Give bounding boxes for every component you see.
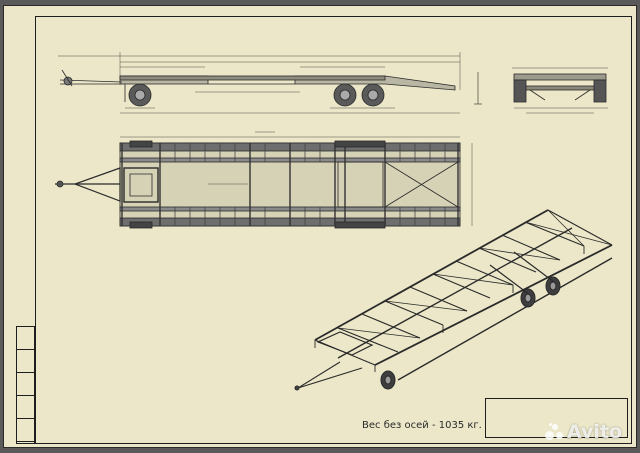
watermark-text: Avito xyxy=(567,421,623,443)
avito-logo-icon xyxy=(545,423,563,441)
weight-caption: Вес без осей - 1035 кг. xyxy=(362,420,482,431)
avito-watermark: Avito xyxy=(545,421,622,443)
top-view xyxy=(55,131,473,229)
drawing-frame xyxy=(35,16,632,444)
side-view xyxy=(58,52,482,114)
binding-strip xyxy=(16,326,35,444)
isometric-view xyxy=(294,209,613,391)
rear-view xyxy=(512,67,608,114)
